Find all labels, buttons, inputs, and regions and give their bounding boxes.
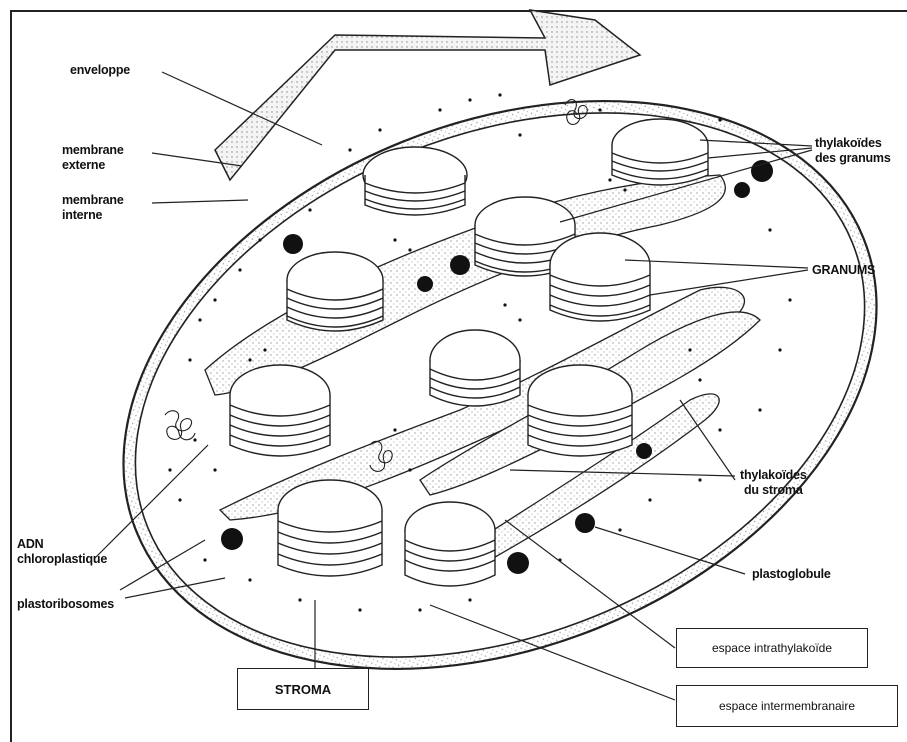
label-granums: GRANUMS	[812, 263, 875, 278]
label-enveloppe: enveloppe	[70, 63, 130, 78]
granum-8	[528, 365, 632, 456]
box-stroma: STROMA	[237, 668, 369, 710]
granum-10	[405, 502, 495, 586]
label-membrane-interne: membrane interne	[62, 193, 124, 223]
granum-9	[278, 480, 382, 576]
label-plastoglobule: plastoglobule	[752, 567, 831, 582]
label-membrane-externe: membrane externe	[62, 143, 124, 173]
granum-5	[550, 233, 650, 321]
granum-2	[612, 119, 708, 185]
label-adn-chloroplastique: ADN chloroplastique	[17, 537, 107, 567]
label-thylakoides-granums: thylakoïdes des granums	[815, 136, 891, 166]
box-espace-intermembranaire: espace intermembranaire	[676, 685, 898, 727]
granum-4	[287, 252, 383, 331]
granum-6	[430, 330, 520, 406]
label-plastoribosomes: plastoribosomes	[17, 597, 114, 612]
granum-7	[230, 365, 330, 456]
granum-1	[363, 147, 467, 215]
box-espace-intrathylakoide: espace intrathylakoïde	[676, 628, 868, 668]
label-thylakoides-stroma: thylakoïdes du stroma	[740, 468, 807, 498]
